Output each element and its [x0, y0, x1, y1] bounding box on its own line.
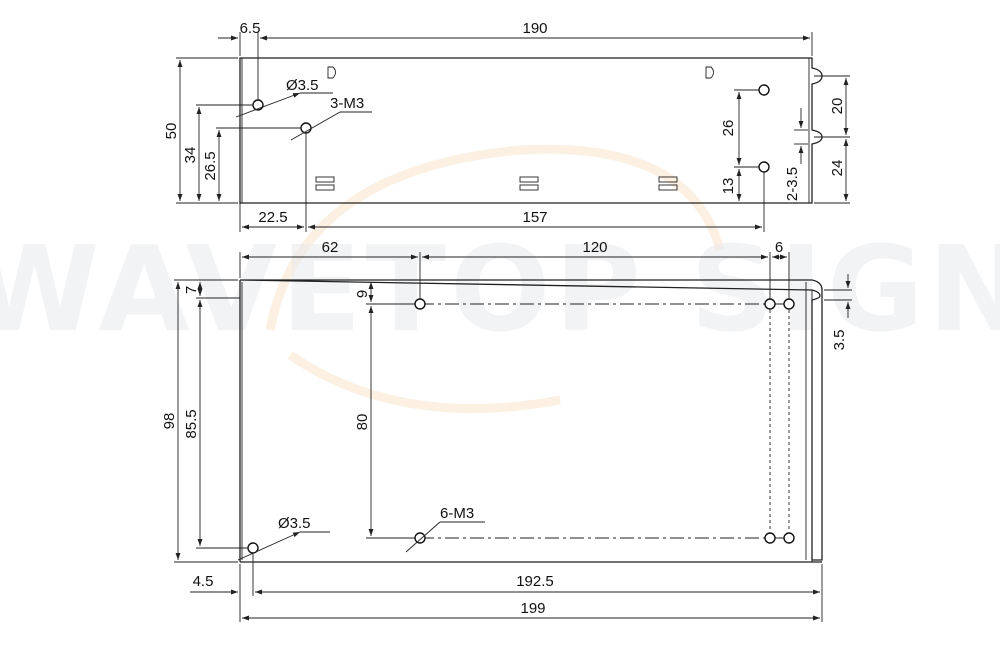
bottom-screw-label: 6-M3	[440, 505, 474, 522]
dim-9: 9	[354, 290, 371, 298]
watermark: WAVETOP SIGN	[0, 144, 1000, 414]
dim-98: 98	[161, 413, 178, 430]
dim-6-5: 6.5	[240, 20, 261, 37]
dim-192-5: 192.5	[516, 573, 554, 590]
vent-slots	[315, 176, 678, 191]
dim-24: 24	[829, 160, 846, 177]
dim-62: 62	[322, 239, 339, 256]
bottom-hole-dia-label: Ø3.5	[278, 515, 311, 532]
top-view-outline	[239, 57, 823, 204]
dim-3-5: 3.5	[831, 330, 848, 351]
dim-20: 20	[829, 98, 846, 115]
dim-50: 50	[163, 123, 180, 140]
dim-80: 80	[354, 414, 371, 431]
top-screw-label: 3-M3	[330, 95, 364, 112]
dim-slot: 2-3.5	[784, 167, 801, 201]
top-hole-right-upper	[758, 84, 770, 96]
bottom-hole-2	[764, 298, 776, 310]
dim-4-5: 4.5	[193, 573, 214, 590]
dim-34: 34	[182, 147, 199, 164]
bottom-view-outline	[239, 279, 823, 561]
dim-199: 199	[520, 600, 545, 617]
dim-22-5: 22.5	[258, 209, 287, 226]
watermark-text: WAVETOP SIGN	[0, 220, 1000, 358]
bottom-hole-4	[414, 532, 426, 544]
bottom-view: Ø3.5 6-M3 62 120 6 98 7 85.5 9 80	[161, 239, 852, 622]
dim-26-5: 26.5	[202, 151, 219, 180]
dim-6: 6	[775, 239, 783, 256]
dim-157: 157	[522, 209, 547, 226]
top-hole-dia-label: Ø3.5	[286, 77, 319, 94]
bottom-hole-6	[783, 532, 795, 544]
bottom-hole-5	[764, 532, 776, 544]
dim-85-5: 85.5	[183, 409, 200, 438]
dim-7: 7	[183, 286, 200, 294]
bottom-hole-1	[414, 298, 426, 310]
top-view: Ø3.5 3-M3 190 6.5 50 34 26.5 22.5 1	[163, 20, 850, 232]
dim-26: 26	[720, 120, 737, 137]
dim-120: 120	[582, 239, 607, 256]
top-hole-right-lower	[758, 161, 770, 173]
dim-190: 190	[522, 20, 547, 37]
bottom-hole-3	[783, 298, 795, 310]
dim-13: 13	[720, 178, 737, 195]
